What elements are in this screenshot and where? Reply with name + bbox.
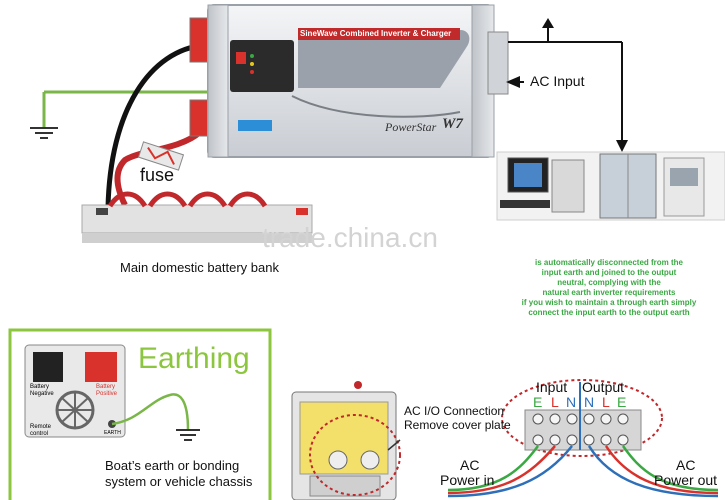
earth-small-label: EARTH bbox=[104, 430, 121, 436]
io-connection-label: AC I/O Connection bbox=[404, 404, 505, 418]
battery-bank-label: Main domestic battery bank bbox=[120, 260, 279, 275]
earth-note-line: input earth and joined to the output bbox=[541, 268, 677, 277]
io-pointer bbox=[387, 439, 401, 451]
terminal-letter-e-out: E bbox=[617, 394, 627, 410]
terminal-letter-n-in: N bbox=[566, 394, 577, 410]
earthing-panel bbox=[8, 328, 272, 500]
earth-ground-symbol-top bbox=[30, 90, 210, 139]
positive-cable bbox=[114, 129, 203, 207]
terminal-letter-l-out: L bbox=[602, 394, 610, 410]
ac-power-in-1: AC bbox=[460, 457, 480, 473]
inverter-end-view bbox=[291, 381, 401, 500]
terminal-letter-e-in: E bbox=[533, 394, 543, 410]
inverter-banner: SineWave Combined Inverter & Charger bbox=[300, 29, 452, 38]
ac-power-out-2: Power out bbox=[654, 472, 718, 488]
earth-note-line: connect the input earth to the output ea… bbox=[528, 308, 690, 317]
terminal-letter-n-out: N bbox=[584, 394, 595, 410]
terminal-letter-l-in: L bbox=[551, 394, 559, 410]
terminal-block bbox=[501, 379, 663, 457]
ac-input-label: AC Input bbox=[530, 73, 585, 89]
earth-note-line: is automatically disconnected from the bbox=[534, 258, 684, 267]
earthing-caption-1: Boat’s earth or bonding bbox=[105, 458, 240, 473]
appliances-image bbox=[496, 151, 725, 221]
battery-bank bbox=[81, 191, 313, 243]
ac-input-wiring bbox=[487, 18, 628, 152]
fuse-icon bbox=[137, 141, 185, 171]
negative-cable bbox=[105, 42, 206, 209]
earth-note: is automatically disconnected from the i… bbox=[498, 258, 720, 318]
watermark: trade.china.cn bbox=[262, 222, 438, 253]
earth-note-line: neutral, complying with the bbox=[557, 278, 661, 287]
battery-positive-label: Battery Positive bbox=[96, 384, 118, 397]
terminal-output-label: Output bbox=[582, 379, 625, 395]
ac-power-out-1: AC bbox=[676, 457, 696, 473]
earthing-title: Earthing bbox=[138, 342, 250, 375]
remove-cover-label: Remove cover plate bbox=[404, 418, 511, 432]
battery-negative-label: Battery Negative bbox=[30, 384, 54, 397]
ac-wires bbox=[447, 445, 719, 498]
inverter-brand: PowerStar bbox=[385, 120, 437, 134]
earth-note-line: natural earth inverter requirements bbox=[542, 288, 676, 297]
remote-control-label: Remote control bbox=[30, 424, 52, 437]
fuse-label: fuse bbox=[140, 165, 175, 185]
earth-note-line: if you wish to maintain a through earth … bbox=[521, 298, 697, 307]
inverter-unit bbox=[189, 4, 495, 158]
inverter-model: W7 bbox=[442, 116, 463, 132]
terminal-input-label: Input bbox=[536, 379, 568, 395]
ac-power-in-2: Power in bbox=[440, 472, 495, 488]
earthing-caption-2: system or vehicle chassis bbox=[105, 474, 253, 489]
